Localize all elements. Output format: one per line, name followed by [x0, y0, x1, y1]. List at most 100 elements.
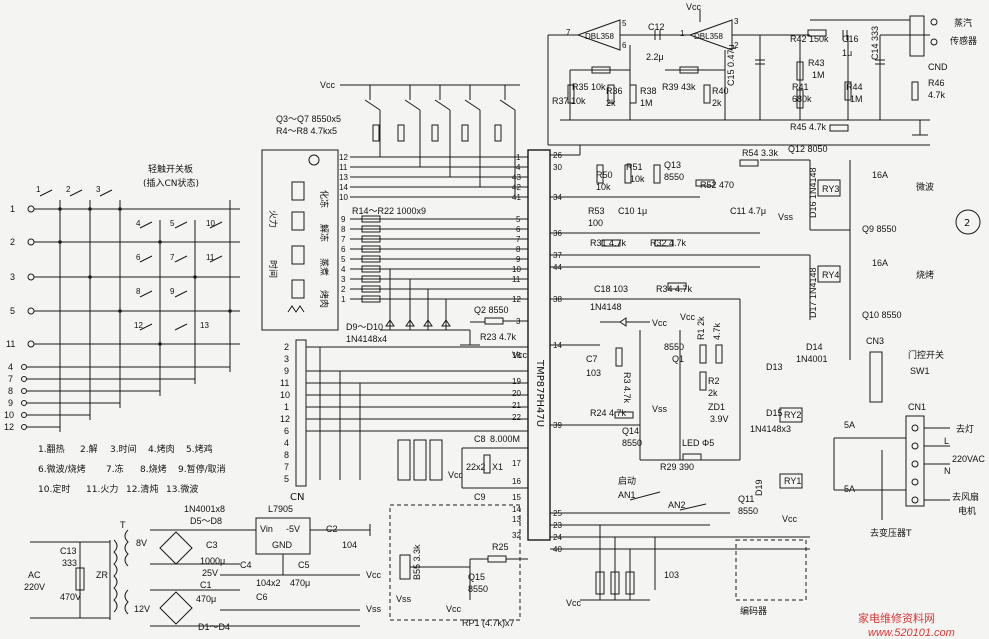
vin-label: Vin	[260, 524, 273, 534]
r31-label: R31 4.7k	[590, 238, 627, 248]
opamp-pin: 5	[622, 19, 627, 28]
q10-label: Q10 8550	[862, 310, 902, 320]
fuse-label: 5A	[844, 420, 855, 430]
q1-q14-cluster: 1N4148 Vcc C7 103 R3 4.7k 8550 Q1 R1 2k …	[586, 299, 741, 472]
diodes-type-label: 1N4148x4	[346, 334, 387, 344]
cn-pin: 7	[284, 462, 289, 472]
l-label: L	[944, 436, 949, 446]
legend-item: 7.冻	[106, 463, 124, 475]
vcc-label: Vcc	[366, 570, 382, 580]
relay-drivers: R50 10k R51 10k Q13 8550 R53 100 C10 1μ …	[550, 144, 981, 524]
c7-value: 103	[586, 368, 601, 378]
d5-d8-label: D5～D8	[190, 516, 222, 526]
d1-d4-label: D1～D4	[198, 622, 230, 632]
keypad-row-pin: 2	[10, 237, 15, 247]
power-supply: 1N4001x8 D5～D8 L7905 Vin -5V GND C2 104 …	[24, 504, 382, 632]
display-seg-pin: 6	[341, 245, 346, 254]
switch-label: 5	[170, 219, 175, 228]
fuse-label: 5A	[844, 484, 855, 494]
c14-label: C14 333	[870, 26, 880, 60]
ic-pin: 42	[512, 183, 521, 192]
grill-label: 烧烤	[916, 269, 934, 281]
vcc-label: Vcc	[448, 470, 464, 480]
r51-value: 10k	[630, 174, 645, 184]
switch-label: 1	[36, 185, 41, 194]
display-label: 烤肉	[318, 290, 330, 308]
ic-pin: 17	[512, 459, 521, 468]
keypad-cn-pin: 8	[8, 386, 13, 396]
c4-value: 104x2	[256, 578, 281, 588]
zr-value: 470V	[60, 592, 81, 602]
sensor-label: 蒸汽	[954, 17, 972, 29]
sw1-label: SW1	[910, 366, 930, 376]
ic-pin: 18	[512, 351, 521, 360]
sensor-amplifier: Vcc DBL358 DBL358 7 5 6 3 1 2 C12 2.2μ	[547, 2, 977, 146]
d17-label: D17 1N4148	[808, 267, 818, 318]
zr-label: ZR	[96, 570, 108, 580]
vss-label: Vss	[396, 594, 412, 604]
r54-label: R54 3.3k	[742, 148, 779, 158]
q11-value: 8550	[738, 506, 758, 516]
r46-label: R46	[928, 78, 945, 88]
cn-pin: 11	[280, 378, 289, 388]
cn-label: CN	[290, 492, 304, 503]
legend-item: 3.时间	[110, 443, 137, 455]
ic-pin: 9	[516, 255, 521, 264]
r34-label: R34 4.7k	[656, 284, 693, 294]
relay-rating: 16A	[872, 258, 888, 268]
legend-item: 6.微波/烧烤	[38, 463, 86, 475]
ic-pin: 12	[512, 295, 521, 304]
c16-label: C16	[842, 34, 859, 44]
led-label: LED Φ5	[682, 438, 714, 448]
q1-label: Q1	[672, 354, 684, 364]
r43-value: 1M	[812, 70, 825, 80]
q13-label: Q13	[664, 160, 681, 170]
x1-label: X1	[492, 462, 503, 472]
ic-pin: 11	[512, 275, 521, 284]
c7-label: C7	[586, 354, 598, 364]
buzzer-driver: R25 B55 3.3k Q15 8550 Vss Vcc RP1 (4.7k)…	[389, 504, 528, 628]
legend-item: 5.烤鸡	[186, 443, 213, 455]
keypad-subtitle: (插入CN状态)	[143, 177, 199, 189]
diode-bank-d9-d10: D9～D10 1N4148x4 Q2 8550 R23 4.7k Vcc	[346, 269, 528, 360]
vcc-label: Vcc	[566, 598, 582, 608]
display-pin: 10	[339, 193, 348, 202]
zd1-value: 3.9V	[710, 414, 729, 424]
c11-label: C11 4.7μ	[730, 206, 766, 216]
r25-label: R25	[492, 542, 509, 552]
c2-label: C2	[326, 524, 338, 534]
motor-label: 电机	[958, 505, 976, 517]
r50-value: 10k	[596, 182, 611, 192]
r42-label: R42 150k	[790, 34, 829, 44]
r2-value: 2k	[708, 388, 718, 398]
legend-item: 4.烤肉	[148, 443, 175, 455]
cn-pin: 1	[284, 402, 289, 412]
vss-label: Vss	[366, 604, 382, 614]
switch-label: 13	[200, 321, 209, 330]
r51-label: R51	[626, 162, 643, 172]
r4-r8-label: R4～R8 4.7kx5	[276, 126, 337, 136]
keypad-title: 轻触开关板	[148, 163, 193, 175]
ry1-label: RY1	[784, 476, 801, 486]
sensor-label-2: 传感器	[950, 35, 977, 47]
legend-item: 1.翻热	[38, 443, 65, 455]
switch-label: 3	[96, 185, 101, 194]
r46-value: 4.7k	[928, 90, 946, 100]
display-pin: 11	[339, 163, 348, 172]
d5-d8-type: 1N4001x8	[184, 504, 225, 514]
vss-label: Vss	[652, 404, 668, 414]
vcc-label: Vcc	[320, 80, 336, 90]
cn-pin: 2	[284, 342, 289, 352]
ic-pin: 21	[512, 401, 521, 410]
r29-label: R29 390	[660, 462, 694, 472]
r41-value: 680k	[792, 94, 812, 104]
cn3-label: CN3	[866, 336, 884, 346]
door-switch-label: 门控开关	[908, 349, 944, 361]
r40-label: R40	[712, 86, 729, 96]
opamp-pin: 3	[734, 17, 739, 26]
c13-value: 333	[62, 558, 77, 568]
d13-label: D13	[766, 362, 783, 372]
keypad-row-pin: 3	[10, 272, 15, 282]
c13-label: C13	[60, 546, 77, 556]
